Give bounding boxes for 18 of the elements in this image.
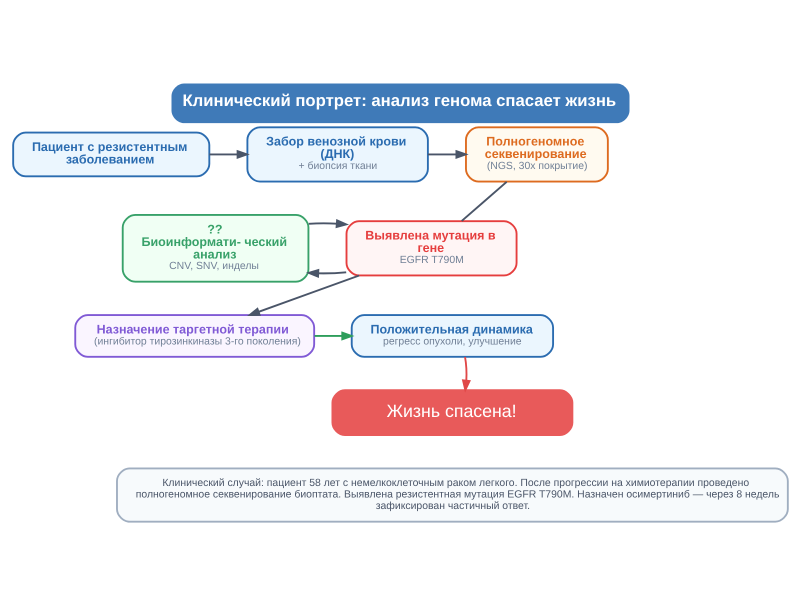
- node-box: Пациент с резистентным заболеванием: [12, 131, 210, 177]
- arrow: [208, 149, 250, 159]
- arrow: [308, 218, 349, 228]
- node-box: Положительная динамика регресс опухоли, улучшение: [350, 314, 554, 358]
- node-box: Назначение таргетной терапии (ингибитор тирозинкиназы 3-го поколения): [74, 314, 315, 358]
- arrow: [461, 356, 470, 392]
- connector: [460, 180, 507, 222]
- node-box: Полногеномное секвенирование (NGS, 30x покрытие): [464, 126, 608, 182]
- node-box: Жизнь спасена!: [330, 388, 573, 436]
- diagram-title: Клинический портрет: анализ генома спасает жизнь: [182, 90, 616, 110]
- arrow: [246, 274, 360, 316]
- node-box: Забор венозной крови (ДНК) + биопсия ткани: [246, 126, 428, 182]
- arrow: [314, 330, 354, 340]
- arrow: [305, 268, 346, 278]
- node-box: ?? Биоинформати- ческий анализ CNV, SNV, инделы: [121, 214, 309, 282]
- arrow: [427, 149, 468, 159]
- node-box: Клинический случай: пациент 58 лет с немелкоклеточным раком легкого. После прогрессии на химиотерапии проведено полногеномное секвенирование биоптата. Выявлена резистентная мутация EGFR T790M. Назначен осимертиниб — через 8 недель зафиксирован частичный ответ.: [116, 467, 788, 522]
- node-box: Выявлена мутация в гене EGFR T790M: [345, 220, 518, 276]
